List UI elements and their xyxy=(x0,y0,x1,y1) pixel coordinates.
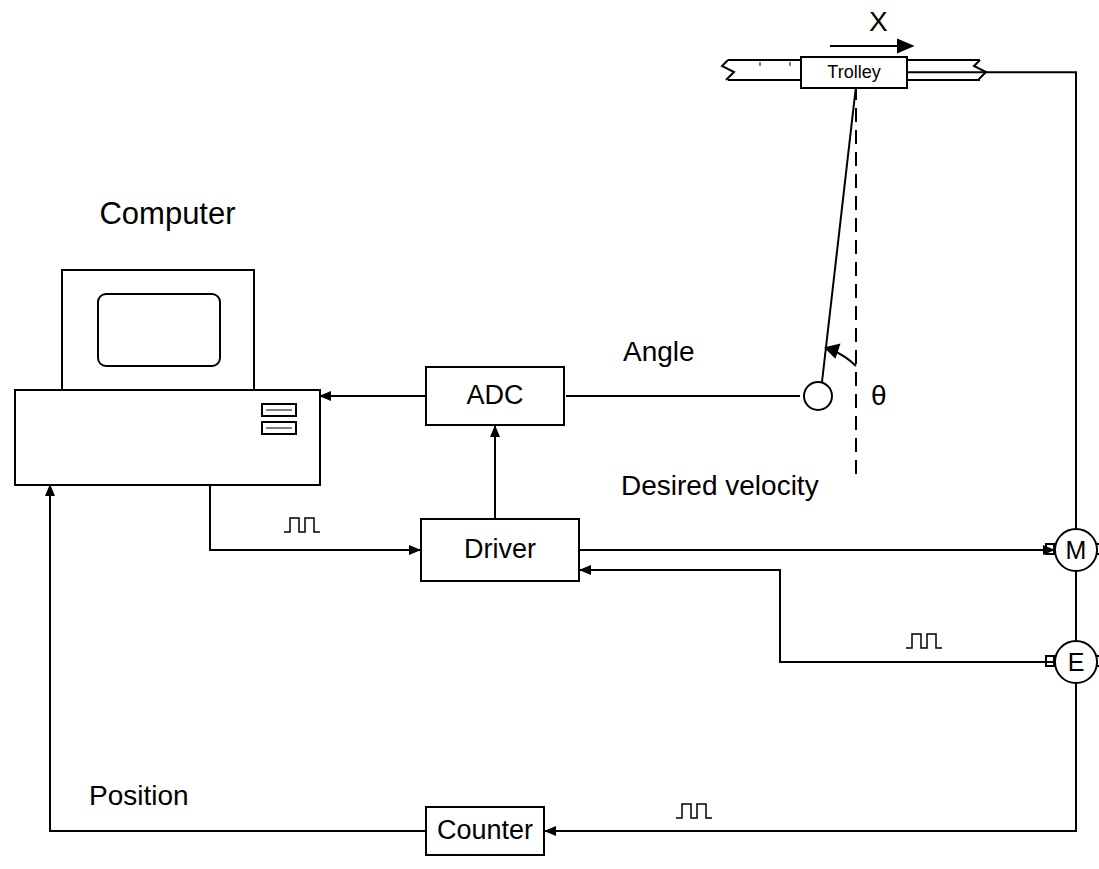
process-box: Counter xyxy=(425,806,545,856)
node-text: Trolley xyxy=(827,62,880,83)
node-text: Driver xyxy=(464,534,536,565)
connector xyxy=(908,72,1076,528)
pulse-symbol xyxy=(284,518,320,532)
connector xyxy=(494,426,496,518)
direction-arrow xyxy=(830,45,902,47)
angle-symbol: θ xyxy=(868,380,890,412)
process-box: Driver xyxy=(420,518,580,582)
node-text: Computer xyxy=(99,196,235,232)
connector xyxy=(50,485,425,831)
edge-label: Position xyxy=(86,780,192,812)
node-text: M xyxy=(1066,536,1087,565)
connector xyxy=(1075,572,1077,640)
process-box: ADC xyxy=(425,366,565,426)
pendulum-rod xyxy=(822,86,856,382)
arrowhead xyxy=(898,40,912,52)
encoder-symbol: E xyxy=(1054,640,1098,684)
edge-label: Desired velocity xyxy=(618,470,822,502)
arrowhead xyxy=(826,345,839,357)
motor-symbol: M xyxy=(1054,528,1098,572)
node-text: ADC xyxy=(466,380,523,411)
node-text: E xyxy=(1068,648,1085,677)
computer: Computer xyxy=(15,196,320,485)
computer-illustration xyxy=(15,270,320,485)
pulse-symbol xyxy=(676,804,712,818)
trolley-box: Trolley xyxy=(800,56,908,89)
connector xyxy=(580,549,1054,551)
pendulum-bob xyxy=(804,382,832,410)
connector xyxy=(320,395,425,397)
connector xyxy=(580,570,1054,662)
node-text: Counter xyxy=(437,815,533,846)
connector xyxy=(210,485,420,550)
vertical-reference xyxy=(855,86,857,480)
sensor-wire xyxy=(566,395,800,397)
signal-label: Angle xyxy=(620,336,698,368)
pulse-symbol xyxy=(906,634,942,648)
connector xyxy=(545,684,1076,831)
axis-label: X xyxy=(866,6,891,38)
